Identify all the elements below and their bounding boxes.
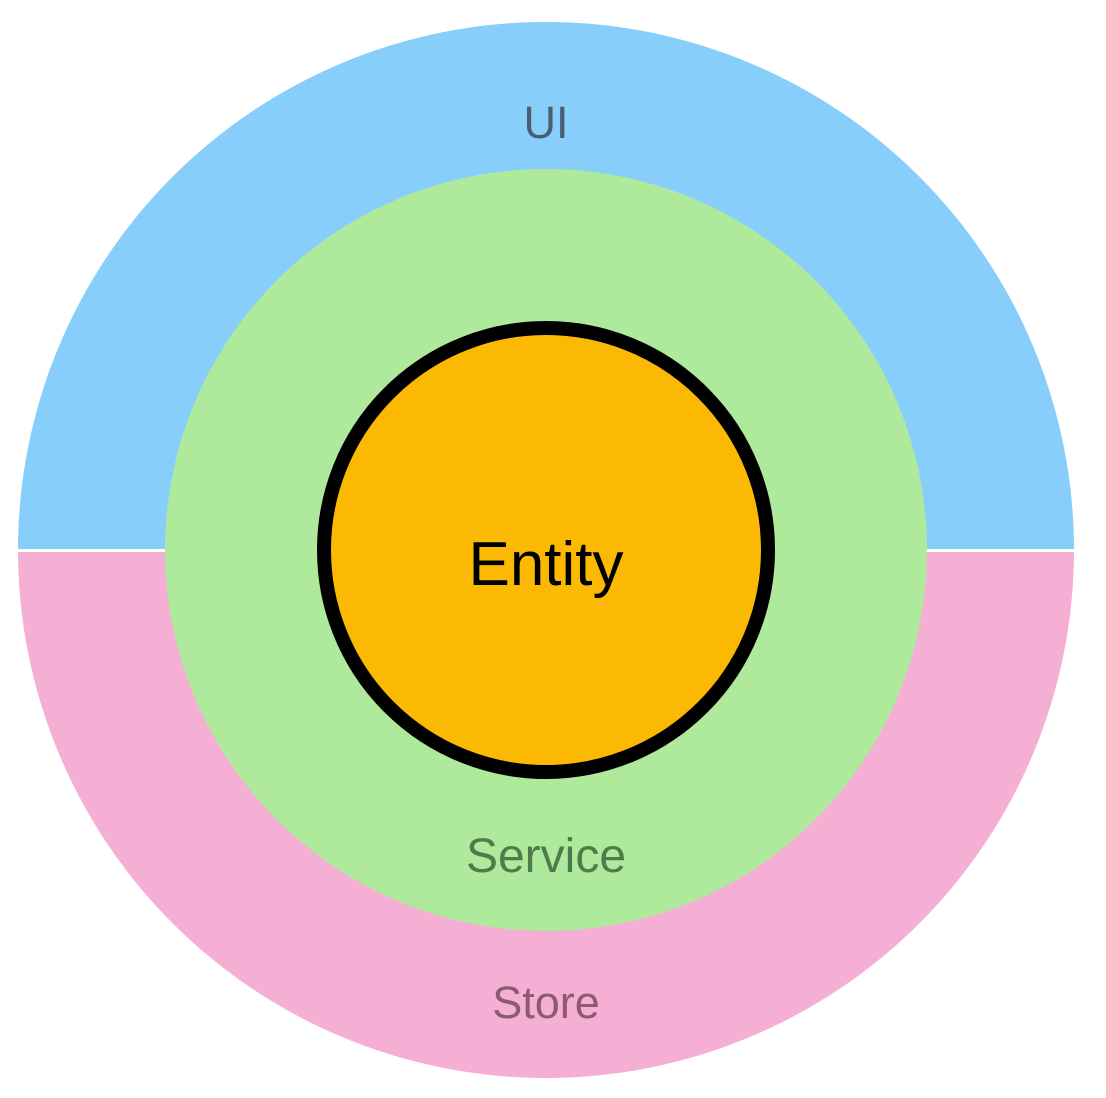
service-label: Service [466, 830, 626, 883]
store-label: Store [492, 977, 600, 1028]
entity-disc[interactable] [317, 321, 775, 779]
ui-label: UI [524, 97, 569, 148]
entity-label: Entity [468, 530, 623, 599]
layer-entity[interactable]: Entity [317, 321, 775, 779]
